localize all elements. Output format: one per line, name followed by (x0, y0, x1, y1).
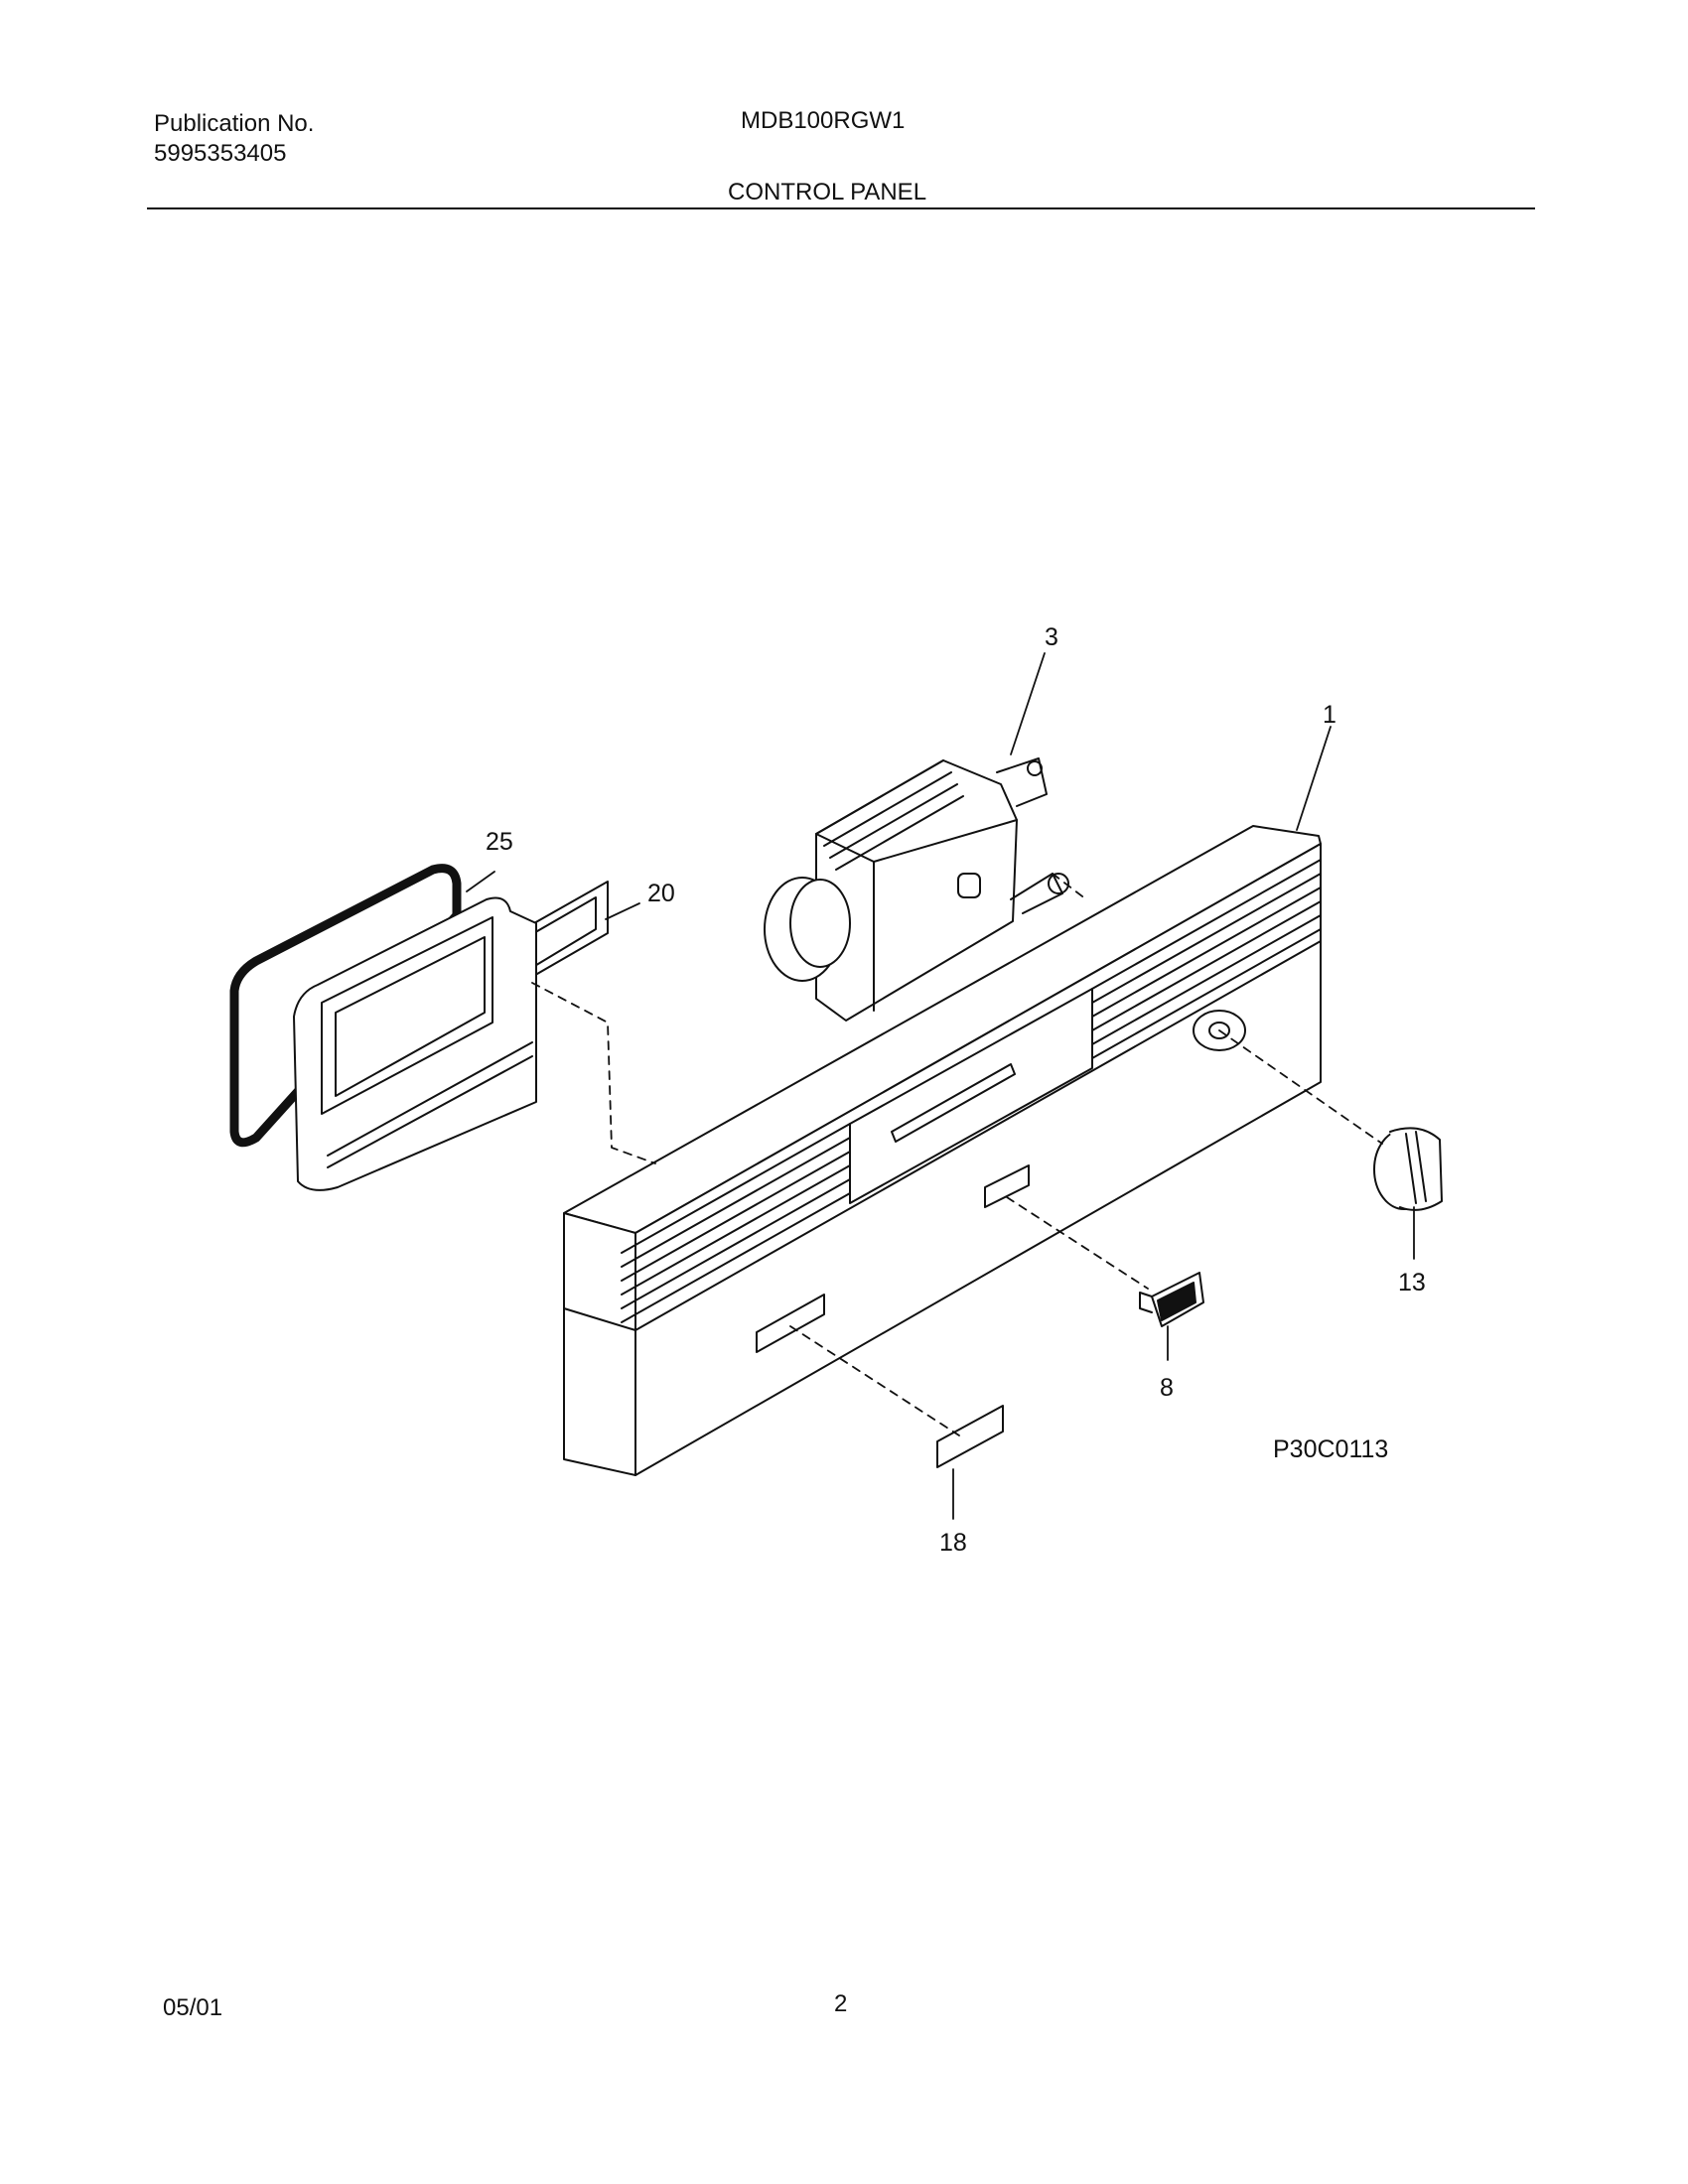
label-part (936, 1405, 1004, 1468)
callout-20: 20 (647, 880, 675, 907)
leader-lines (466, 652, 1415, 1520)
callout-8: 8 (1160, 1374, 1174, 1402)
lens-housing-part (293, 896, 537, 1191)
page-number: 2 (834, 1990, 848, 2017)
vent-slots-right (1091, 859, 1322, 1059)
model-number: MDB100RGW1 (741, 107, 906, 134)
figure-code: P30C0113 (1273, 1435, 1388, 1463)
footer-date: 05/01 (163, 1994, 223, 2021)
knob-part (1373, 1127, 1443, 1211)
publication-label: Publication No. (154, 110, 315, 137)
gasket-part (229, 864, 462, 1148)
callout-1: 1 (1323, 701, 1336, 729)
control-panel-part (563, 825, 1322, 1476)
callout-18: 18 (939, 1529, 967, 1557)
section-title: CONTROL PANEL (728, 179, 927, 205)
callout-13: 13 (1398, 1269, 1426, 1297)
label-recess (756, 1294, 825, 1353)
switch-opening (984, 1164, 1030, 1208)
callout-25: 25 (486, 828, 513, 856)
callout-3: 3 (1045, 623, 1058, 651)
header-rule (147, 207, 1535, 209)
vent-slots-left (621, 1123, 851, 1323)
switch-part (1139, 1272, 1204, 1327)
assembly-lines (531, 873, 1383, 1436)
timer-part (764, 757, 1069, 1022)
publication-number: 5995353405 (154, 140, 287, 167)
